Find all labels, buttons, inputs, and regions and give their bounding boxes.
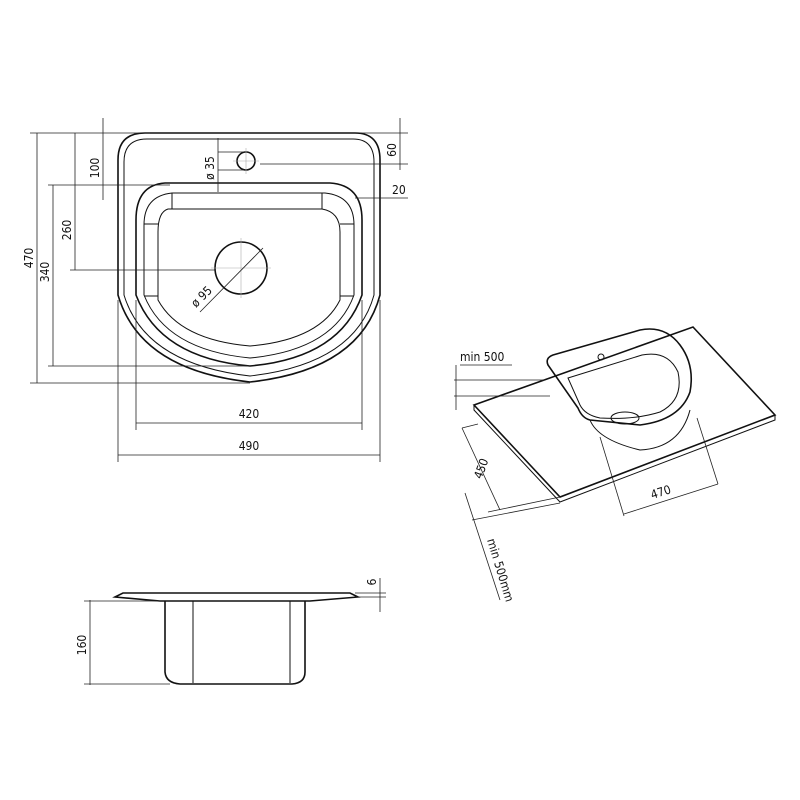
dim-height: 160 [75, 635, 89, 656]
dim-tap-hole: ø 35 [203, 156, 217, 180]
dim-overall-depth: 470 [22, 248, 36, 269]
dim-rim-top: 60 [385, 143, 399, 157]
dim-overall-width: 490 [239, 439, 260, 453]
sink-bowl [135, 182, 363, 367]
dim-tap-offset: 100 [88, 158, 102, 179]
dim-bowl-width: 420 [239, 407, 260, 421]
sink-outer-rim [117, 132, 381, 383]
dim-counter-depth: 450 [471, 456, 491, 480]
side-view: 160 6 [75, 578, 386, 685]
dim-drain: ø 95 [188, 283, 215, 310]
dim-cutout: 470 [649, 482, 673, 502]
dim-min-top: min 500 [460, 350, 505, 364]
dim-rim-thickness: 6 [365, 578, 379, 585]
side-rim [112, 592, 361, 602]
top-view: 470 340 260 100 ø 35 ø 95 60 20 420 490 [22, 118, 408, 462]
side-bowl [164, 601, 306, 685]
install-view: min 500 450 470 min 500mm [454, 326, 777, 604]
dim-rim-side: 20 [392, 183, 406, 197]
dim-drain-offset: 260 [60, 220, 74, 241]
dim-min-side: min 500mm [484, 537, 517, 604]
dim-bowl-depth: 340 [38, 262, 52, 283]
installed-sink-rim [546, 328, 693, 426]
